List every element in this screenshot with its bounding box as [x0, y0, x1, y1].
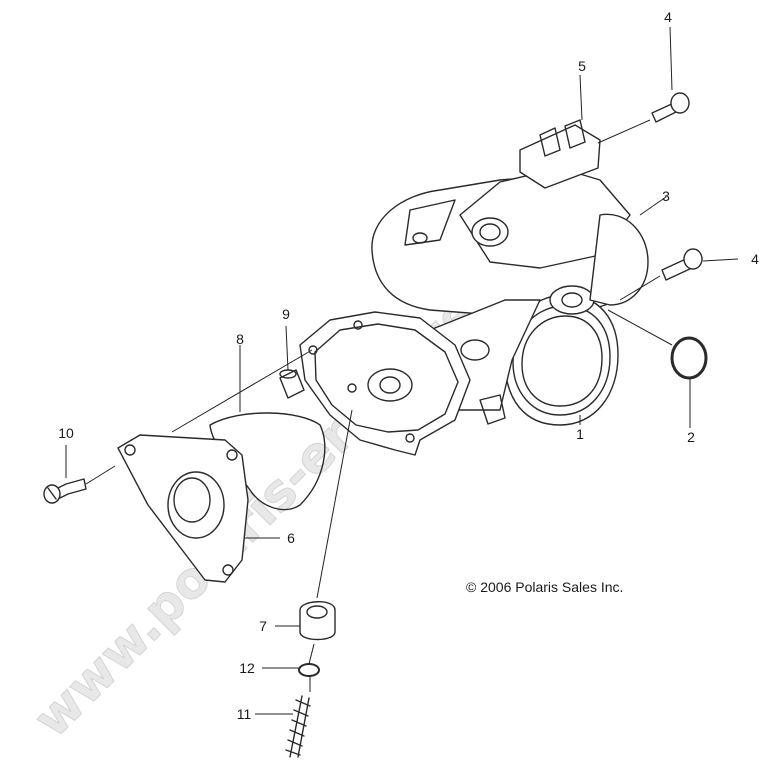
callout-1: 1 — [576, 426, 584, 442]
screw-11 — [43, 478, 87, 504]
leader-lines — [65, 26, 739, 715]
bushing — [299, 601, 336, 641]
screw-4-right — [661, 248, 703, 281]
callout-labels: 4 5 3 4 2 1 9 8 10 6 7 12 11 — [58, 9, 759, 722]
dowel-pin — [279, 369, 305, 399]
o-ring-2 — [670, 336, 708, 380]
callout-8: 11 — [237, 706, 252, 722]
callout-9: 8 — [236, 331, 244, 347]
cover-plate — [117, 434, 249, 583]
callout-4-upper: 4 — [664, 9, 672, 25]
throttle-body-assembly — [371, 119, 649, 426]
o-ring-12 — [298, 663, 320, 677]
cover-housing — [299, 311, 471, 456]
screw-4-upper — [651, 92, 690, 123]
callout-4-right: 4 — [751, 251, 759, 267]
copyright-notice: © 2006 Polaris Sales Inc. — [466, 579, 623, 595]
callout-12: 12 — [239, 660, 255, 676]
callout-6: 6 — [287, 530, 295, 546]
spring — [285, 695, 311, 758]
callout-2: 2 — [687, 429, 695, 445]
callout-11: 10 — [58, 425, 74, 441]
callout-5: 5 — [578, 58, 586, 74]
callout-3: 3 — [662, 188, 670, 204]
callout-7: 7 — [259, 618, 267, 634]
callout-10: 9 — [282, 306, 290, 322]
